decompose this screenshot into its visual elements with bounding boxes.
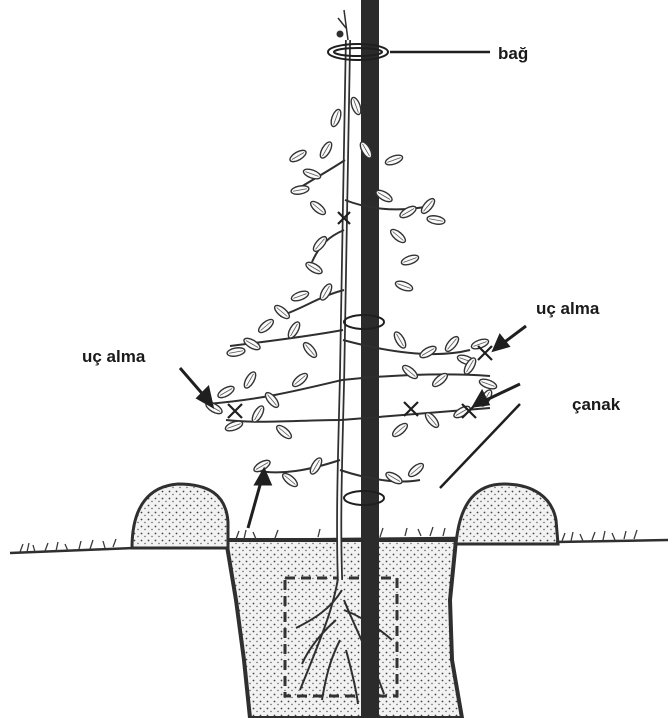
- label-basin: çanak: [572, 395, 621, 414]
- basin-leader-line: [440, 404, 520, 488]
- label-tie: bağ: [498, 44, 528, 63]
- label-tip-pruning-left: uç alma: [82, 347, 146, 366]
- right-soil-mound: [456, 484, 558, 544]
- planting-pit: [226, 540, 462, 718]
- foliage: [204, 96, 498, 489]
- left-soil-mound: [132, 484, 228, 548]
- support-stake: [361, 0, 379, 718]
- label-tip-pruning-right: uç alma: [536, 299, 600, 318]
